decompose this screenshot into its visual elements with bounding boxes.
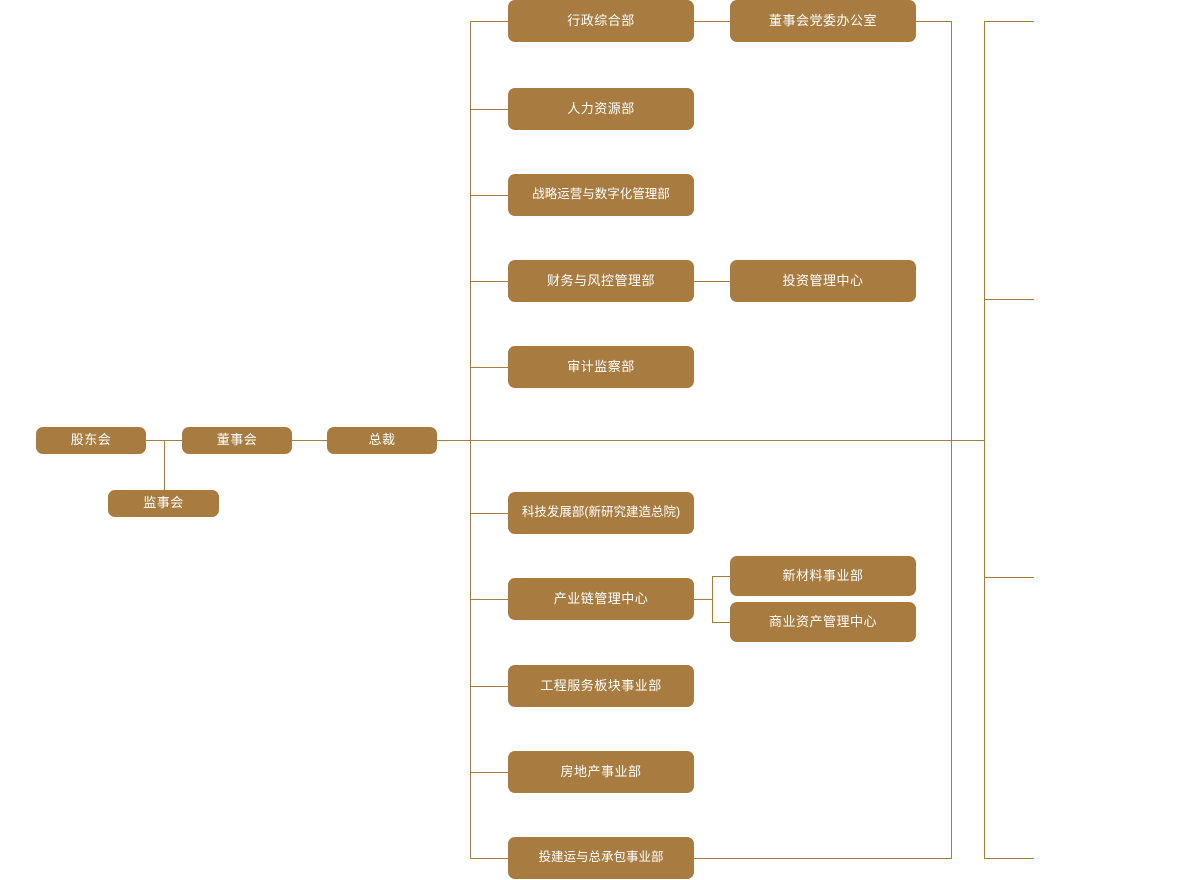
rail-stub-top [984,21,1034,22]
connector-industry-chain-stem [694,599,712,600]
node-industry-chain[interactable]: 产业链管理中心 [508,578,694,620]
rail-stub-upper-mid [984,299,1034,300]
rail-inner-vertical [951,21,952,859]
branch-admin-general [470,21,508,22]
node-commercial-assets[interactable]: 商业资产管理中心 [730,602,916,642]
node-board-party-office[interactable]: 董事会党委办公室 [730,0,916,42]
branch-industry-chain [470,599,508,600]
node-admin-general[interactable]: 行政综合部 [508,0,694,42]
connector-industry-chain-split [712,576,713,623]
connector-party-office-to-rail [916,21,951,22]
branch-engineering-services [470,686,508,687]
node-engineering-services[interactable]: 工程服务板块事业部 [508,665,694,707]
branch-tech-development [470,513,508,514]
rail-stub-lower-mid [984,577,1034,578]
branch-strategy-digital [470,195,508,196]
connector-president-spine [437,440,984,441]
branch-audit-supervision [470,367,508,368]
branch-invest-build-epc [470,858,508,859]
branch-real-estate [470,772,508,773]
node-finance-risk[interactable]: 财务与风控管理部 [508,260,694,302]
node-audit-supervision[interactable]: 审计监察部 [508,346,694,388]
rail-outer-vertical [984,21,985,859]
connector-drop-to-supervisory [164,440,165,504]
node-tech-development[interactable]: 科技发展部(新研究建造总院) [508,492,694,534]
node-strategy-digital[interactable]: 战略运营与数字化管理部 [508,174,694,216]
connector-invest-build-epc-to-rail [694,858,951,859]
node-new-materials[interactable]: 新材料事业部 [730,556,916,596]
connector-admin-to-party-office [694,21,730,22]
node-board-of-directors[interactable]: 董事会 [182,427,292,454]
rail-stub-bottom [984,858,1034,859]
node-investment-center[interactable]: 投资管理中心 [730,260,916,302]
node-shareholders-meeting[interactable]: 股东会 [36,427,146,454]
connector-board-to-president [292,440,327,441]
connector-to-new-materials [712,576,730,577]
node-human-resources[interactable]: 人力资源部 [508,88,694,130]
node-president[interactable]: 总裁 [327,427,437,454]
trunk-departments [470,21,471,859]
branch-finance-risk [470,281,508,282]
node-real-estate[interactable]: 房地产事业部 [508,751,694,793]
node-invest-build-epc[interactable]: 投建运与总承包事业部 [508,837,694,879]
branch-human-resources [470,109,508,110]
connector-finance-to-investment [694,281,730,282]
connector-to-commercial-assets [712,622,730,623]
node-supervisory-board[interactable]: 监事会 [108,490,219,517]
